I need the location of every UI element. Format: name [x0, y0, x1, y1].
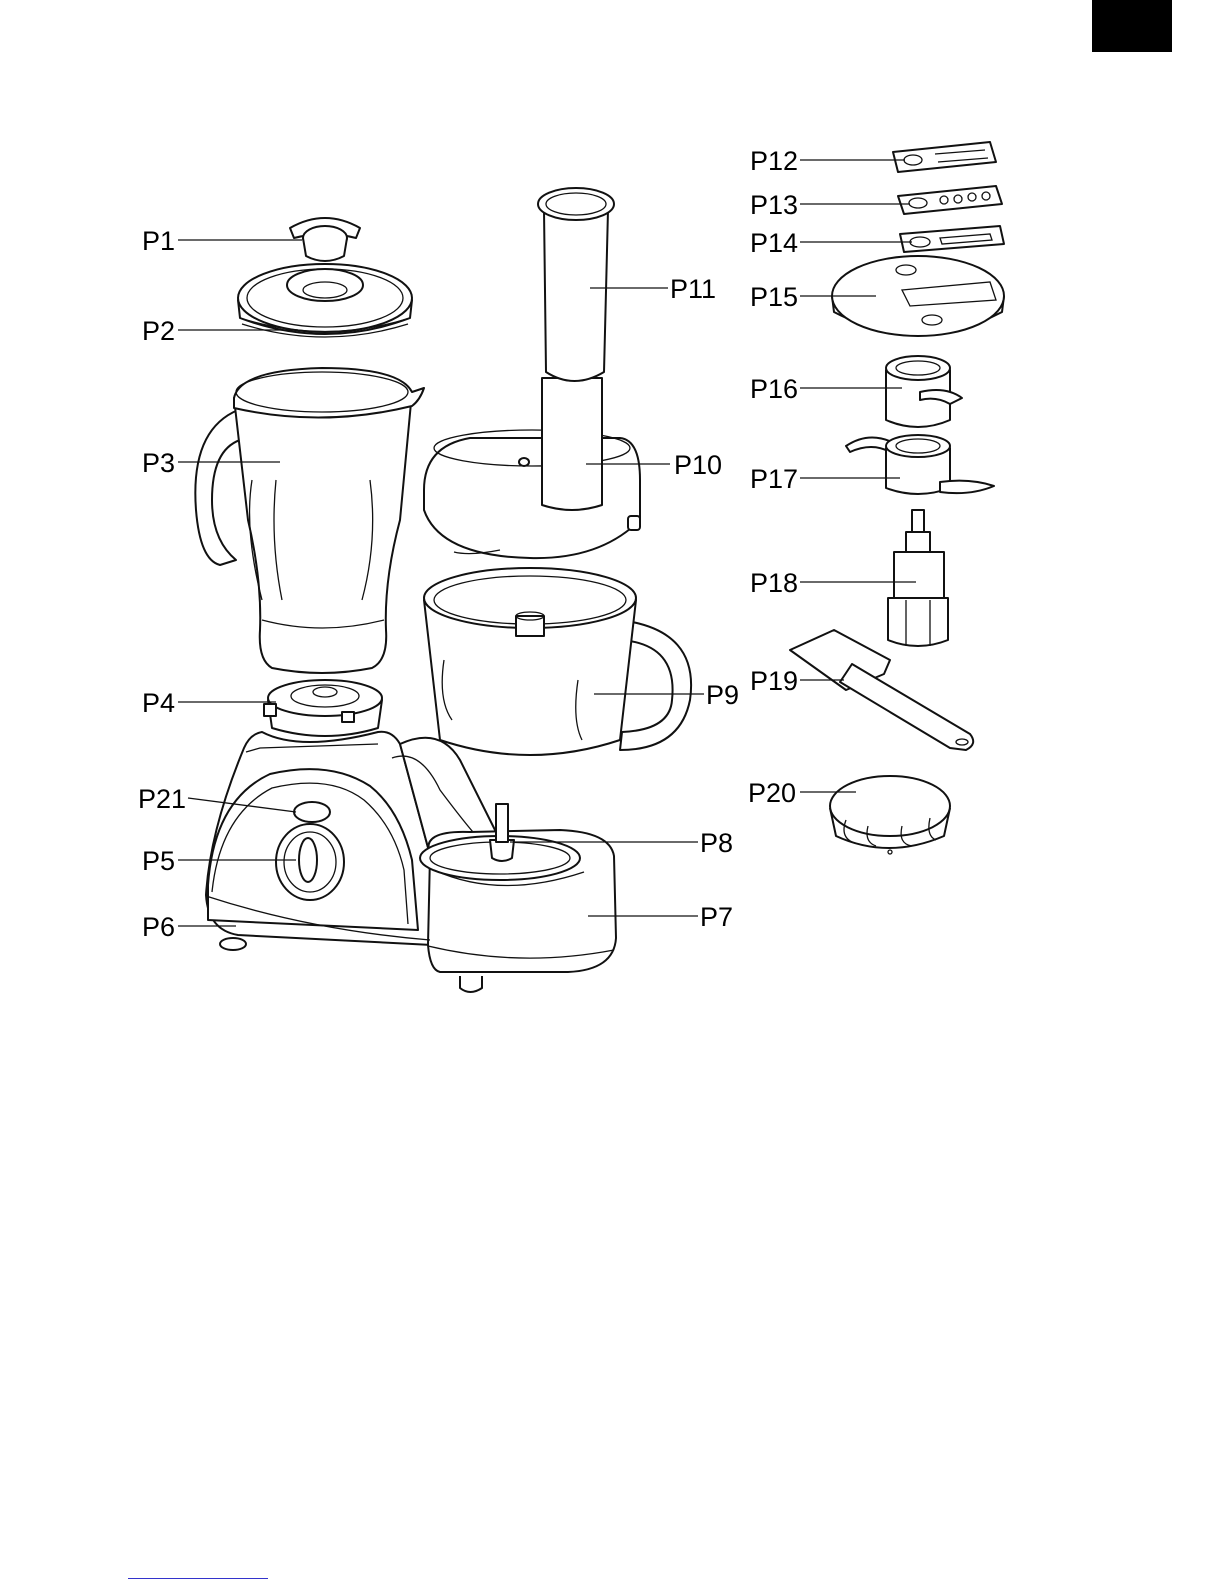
label-p10: P10 [674, 450, 722, 480]
label-p8: P8 [700, 828, 733, 858]
label-p13: P13 [750, 190, 798, 220]
label-p5: P5 [142, 846, 175, 876]
label-p2: P2 [142, 316, 175, 346]
part-processor-lid [424, 430, 640, 558]
part-spatula [790, 630, 973, 750]
part-jug-lid [238, 264, 412, 337]
part-blade-shaft [888, 510, 948, 646]
label-p1: P1 [142, 226, 175, 256]
label-p12: P12 [750, 146, 798, 176]
label-p9: P9 [706, 680, 739, 710]
label-p7: P7 [700, 902, 733, 932]
label-p3: P3 [142, 448, 175, 478]
page-corner-tab [1092, 0, 1172, 52]
footer-rule [128, 1578, 268, 1579]
part-speed-knob [276, 824, 344, 900]
part-indicator-light [294, 802, 330, 822]
label-p19: P19 [750, 666, 798, 696]
part-insert-fine [893, 142, 996, 172]
part-processor-bowl [424, 568, 691, 755]
label-p16: P16 [750, 374, 798, 404]
part-chopping-blade [846, 435, 994, 494]
label-p14: P14 [750, 228, 798, 258]
part-insert-slicer [900, 226, 1004, 252]
label-p18: P18 [750, 568, 798, 598]
label-p15: P15 [750, 282, 798, 312]
label-p4: P4 [142, 688, 175, 718]
label-p21: P21 [138, 784, 186, 814]
part-blender-jug [195, 368, 424, 673]
label-p17: P17 [750, 464, 798, 494]
part-insert-coarse [898, 186, 1002, 214]
label-p20: P20 [748, 778, 796, 808]
part-blender-coupling [264, 680, 382, 736]
label-p6: P6 [142, 912, 175, 942]
label-p11: P11 [670, 274, 716, 304]
part-food-pusher [538, 188, 614, 510]
part-disc-holder [886, 356, 962, 427]
part-storage-cap [830, 776, 950, 854]
